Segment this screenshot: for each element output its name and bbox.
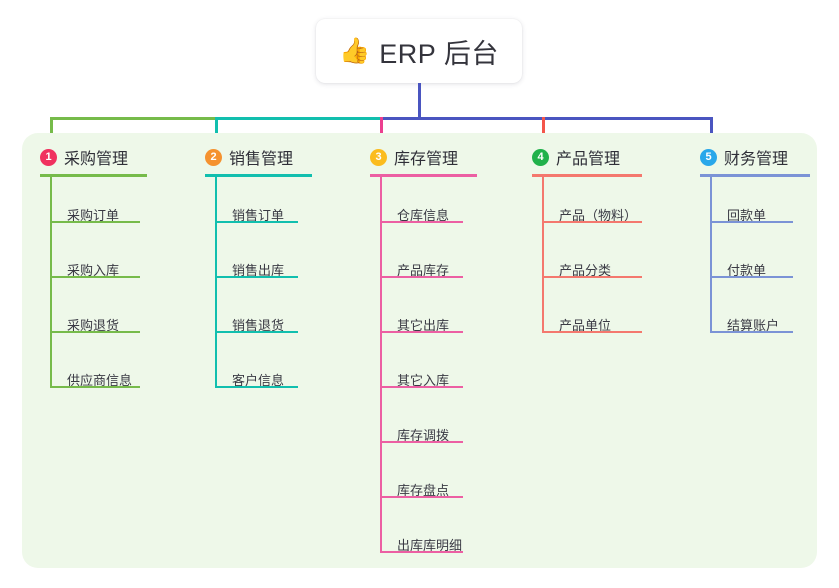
leaf-label: 产品分类: [559, 263, 612, 278]
branch-rail: [542, 177, 544, 331]
leaf-rule: [710, 331, 793, 333]
branch-header-3[interactable]: 3 库存管理: [370, 145, 458, 169]
leaf-rule: [380, 496, 463, 498]
branch-title: 产品管理: [556, 151, 621, 168]
branch-rail: [215, 177, 217, 386]
branch-header-rule: [40, 174, 147, 177]
leaf-label: 仓库信息: [397, 208, 450, 223]
branch-header-5[interactable]: 5 财务管理: [700, 145, 788, 169]
branch-rail: [710, 177, 712, 331]
branch-number-badge: 5: [700, 148, 717, 166]
leaf-rule: [542, 276, 642, 278]
leaf-label: 库存调拨: [397, 428, 450, 443]
leaf-rule: [542, 221, 642, 223]
branch-title: 财务管理: [724, 151, 789, 168]
leaf-rule: [215, 331, 298, 333]
leaf-label: 结算账户: [727, 318, 780, 333]
leaf-rule: [380, 386, 463, 388]
leaf-label: 出库库明细: [397, 538, 463, 553]
branch-header-rule: [532, 174, 642, 177]
leaf-label: 产品（物料）: [559, 208, 638, 223]
leaf-label: 销售订单: [232, 208, 285, 223]
leaf-rule: [710, 221, 793, 223]
branch-number-badge: 1: [40, 148, 57, 166]
leaf-label: 销售出库: [232, 263, 285, 278]
root-node[interactable]: 👍 ERP 后台: [316, 19, 522, 83]
leaf-rule: [380, 331, 463, 333]
branch-title: 库存管理: [394, 151, 459, 168]
leaf-label: 供应商信息: [67, 373, 133, 388]
leaf-rule: [380, 276, 463, 278]
branch-rail: [380, 177, 382, 551]
leaf-label: 其它入库: [397, 373, 450, 388]
branch-number-badge: 4: [532, 148, 549, 166]
leaf-rule: [380, 551, 463, 553]
branch-header-2[interactable]: 2 销售管理: [205, 145, 293, 169]
leaf-label: 产品单位: [559, 318, 612, 333]
branch-header-rule: [205, 174, 312, 177]
bus-segment-teal: [215, 117, 382, 120]
leaf-rule: [50, 331, 140, 333]
leaf-label: 其它出库: [397, 318, 450, 333]
leaf-rule: [710, 276, 793, 278]
leaf-label: 采购入库: [67, 263, 120, 278]
branch-header-1[interactable]: 1 采购管理: [40, 145, 128, 169]
branch-header-rule: [370, 174, 477, 177]
leaf-label: 付款单: [727, 263, 767, 278]
branch-title: 采购管理: [64, 151, 129, 168]
leaf-label: 采购退货: [67, 318, 120, 333]
root-stem: [418, 83, 421, 120]
leaf-label: 产品库存: [397, 263, 450, 278]
leaf-rule: [380, 221, 463, 223]
branch-title: 销售管理: [229, 151, 294, 168]
leaf-rule: [215, 386, 298, 388]
leaf-label: 回款单: [727, 208, 767, 223]
leaf-rule: [50, 221, 140, 223]
branch-rail: [50, 177, 52, 386]
leaf-rule: [215, 221, 298, 223]
branch-header-rule: [700, 174, 810, 177]
thumbs-up-icon: 👍: [339, 36, 371, 65]
leaf-label: 销售退货: [232, 318, 285, 333]
leaf-rule: [380, 441, 463, 443]
leaf-rule: [50, 276, 140, 278]
root-title: ERP 后台: [379, 38, 499, 69]
branch-number-badge: 3: [370, 148, 387, 166]
leaf-rule: [215, 276, 298, 278]
branch-number-badge: 2: [205, 148, 222, 166]
leaf-label: 客户信息: [232, 373, 285, 388]
branch-header-4[interactable]: 4 产品管理: [532, 145, 620, 169]
leaf-label: 库存盘点: [397, 483, 450, 498]
leaf-rule: [542, 331, 642, 333]
bus-segment-green: [50, 117, 217, 120]
leaf-rule: [50, 386, 140, 388]
leaf-label: 采购订单: [67, 208, 120, 223]
bus-segment-blue: [380, 117, 712, 120]
branches-panel: [22, 133, 817, 568]
